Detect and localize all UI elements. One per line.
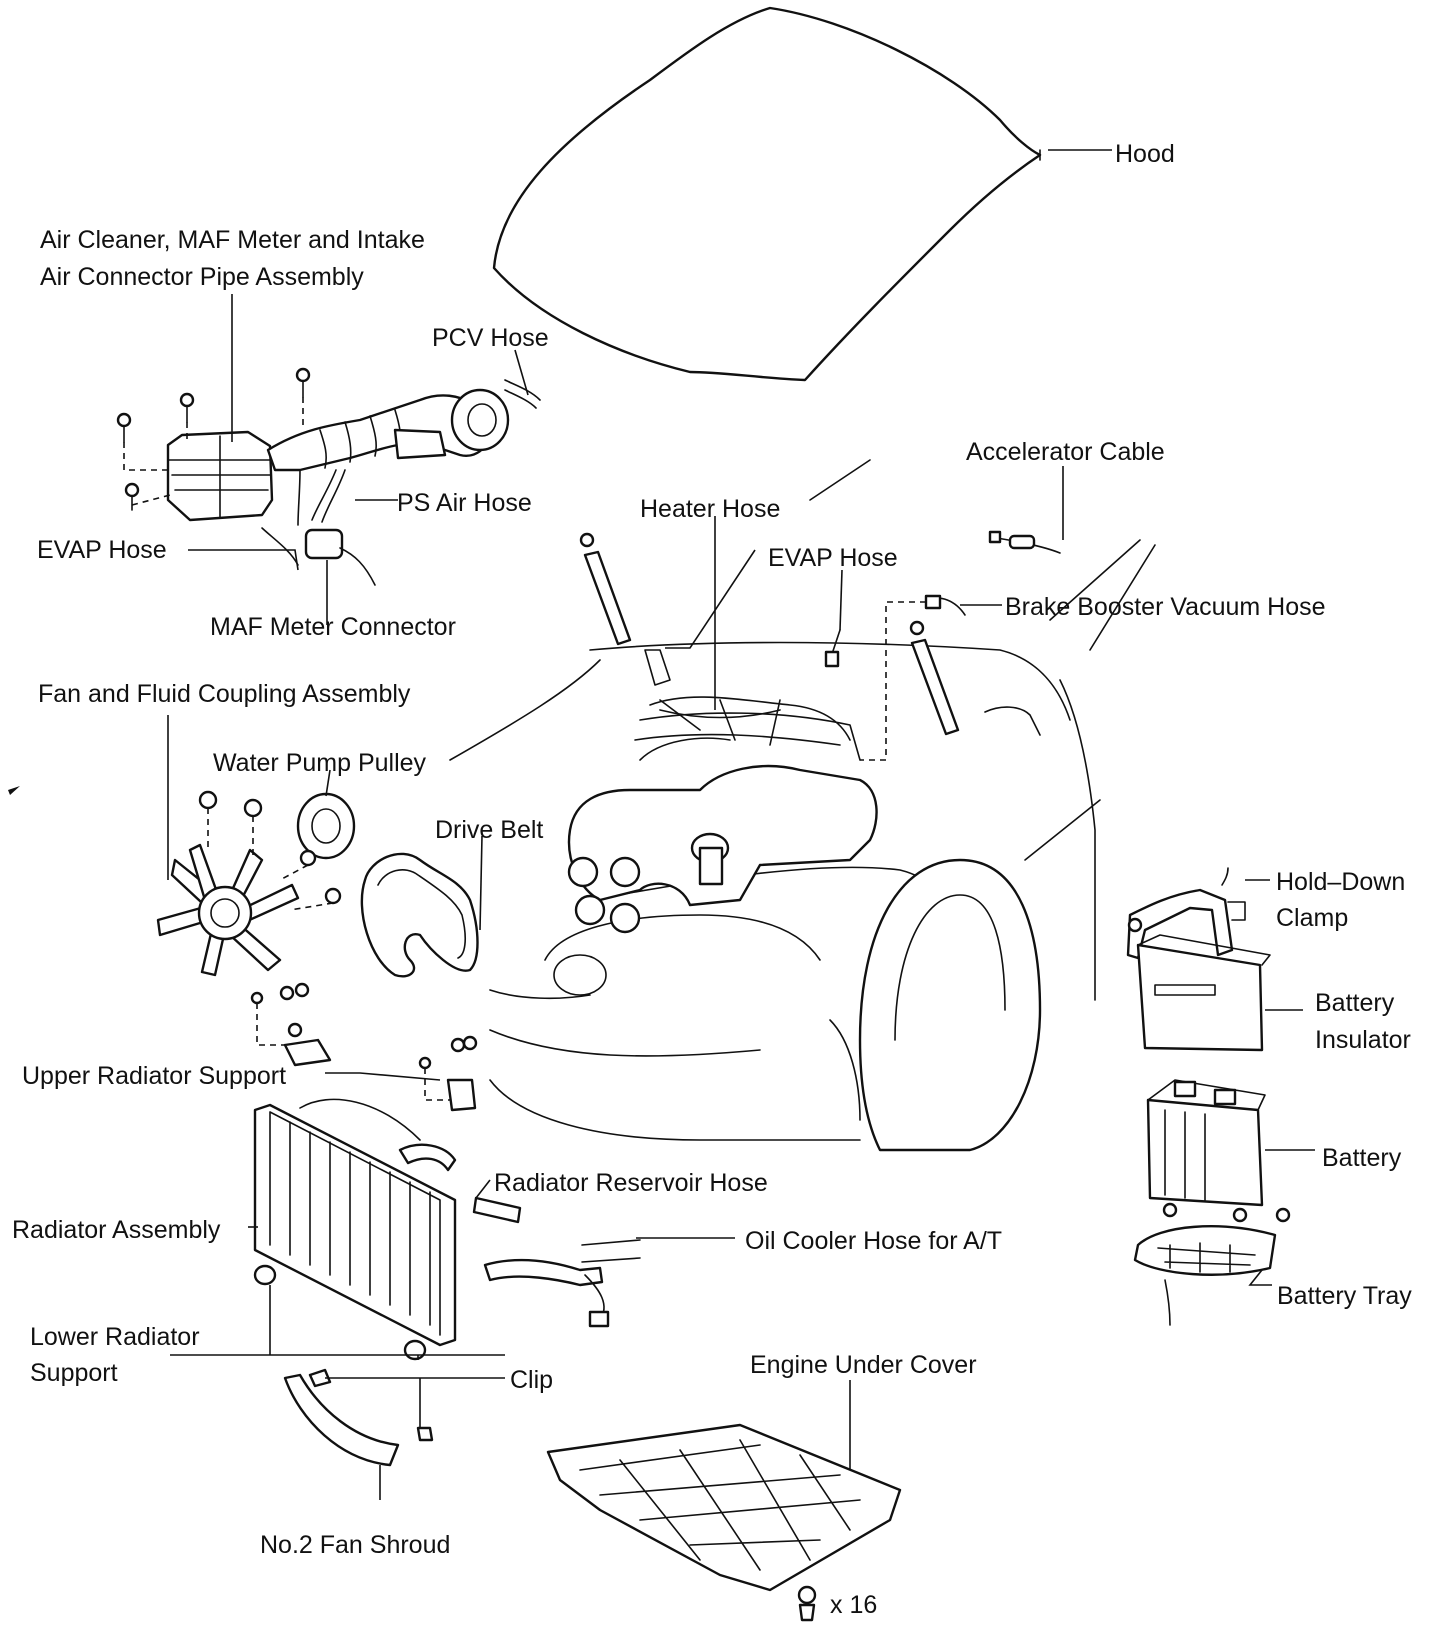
leader-lines	[167, 149, 1315, 1500]
label-radiator-assembly: Radiator Assembly	[12, 1216, 221, 1244]
label-accelerator-cable: Accelerator Cable	[966, 438, 1165, 466]
label-battery-insulator-line1: Battery	[1315, 989, 1395, 1017]
label-fan-fluid-coupling: Fan and Fluid Coupling Assembly	[38, 680, 411, 708]
fan-drawing	[156, 790, 356, 977]
engine-under-cover-drawing	[546, 1423, 902, 1592]
air-cleaner-drawing	[116, 367, 541, 586]
oil-cooler-hose-drawing	[483, 1239, 641, 1328]
label-clip: Clip	[510, 1366, 554, 1394]
label-hold-down-line1: Hold–Down	[1276, 868, 1406, 896]
label-radiator-reservoir-hose: Radiator Reservoir Hose	[494, 1169, 768, 1197]
label-water-pump-pulley: Water Pump Pulley	[213, 749, 427, 777]
label-hold-down-line2: Clamp	[1276, 904, 1349, 932]
hood-drawing	[492, 6, 1042, 382]
page-mark	[8, 786, 20, 795]
label-battery: Battery	[1322, 1144, 1402, 1172]
label-bolt-count: x 16	[830, 1591, 878, 1619]
fan-shroud-drawing	[283, 1368, 434, 1467]
label-heater-hose: Heater Hose	[640, 495, 781, 523]
drive-belt-drawing	[360, 852, 479, 978]
upper-radiator-support-drawing	[250, 982, 478, 1112]
label-maf-meter-connector: MAF Meter Connector	[210, 613, 456, 641]
label-evap-hose-left: EVAP Hose	[37, 536, 167, 564]
engine-drawing	[567, 696, 878, 934]
label-battery-insulator-line2: Insulator	[1315, 1026, 1411, 1054]
label-oil-cooler-hose: Oil Cooler Hose for A/T	[745, 1227, 1003, 1255]
label-lower-radiator-support-line1: Lower Radiator	[30, 1323, 200, 1351]
label-brake-booster-vacuum-hose: Brake Booster Vacuum Hose	[1005, 593, 1326, 621]
struts-and-hoses-drawing	[579, 530, 1061, 761]
radiator-drawing	[253, 1098, 522, 1361]
car-body-drawing	[449, 459, 1156, 1152]
label-air-cleaner-line2: Air Connector Pipe Assembly	[40, 263, 364, 291]
label-air-cleaner-line1: Air Cleaner, MAF Meter and Intake	[40, 226, 425, 254]
label-hood: Hood	[1115, 140, 1175, 168]
label-engine-under-cover: Engine Under Cover	[750, 1351, 977, 1379]
label-battery-tray: Battery Tray	[1277, 1282, 1412, 1310]
label-lower-radiator-support-line2: Support	[30, 1359, 118, 1387]
bolt-icon	[797, 1585, 817, 1622]
label-upper-radiator-support: Upper Radiator Support	[22, 1062, 287, 1090]
label-evap-hose-center: EVAP Hose	[768, 544, 898, 572]
label-no2-fan-shroud: No.2 Fan Shroud	[260, 1531, 451, 1559]
label-drive-belt: Drive Belt	[435, 816, 544, 844]
battery-group-drawing	[1126, 867, 1291, 1326]
label-pcv-hose: PCV Hose	[432, 324, 549, 352]
label-ps-air-hose: PS Air Hose	[397, 489, 532, 517]
